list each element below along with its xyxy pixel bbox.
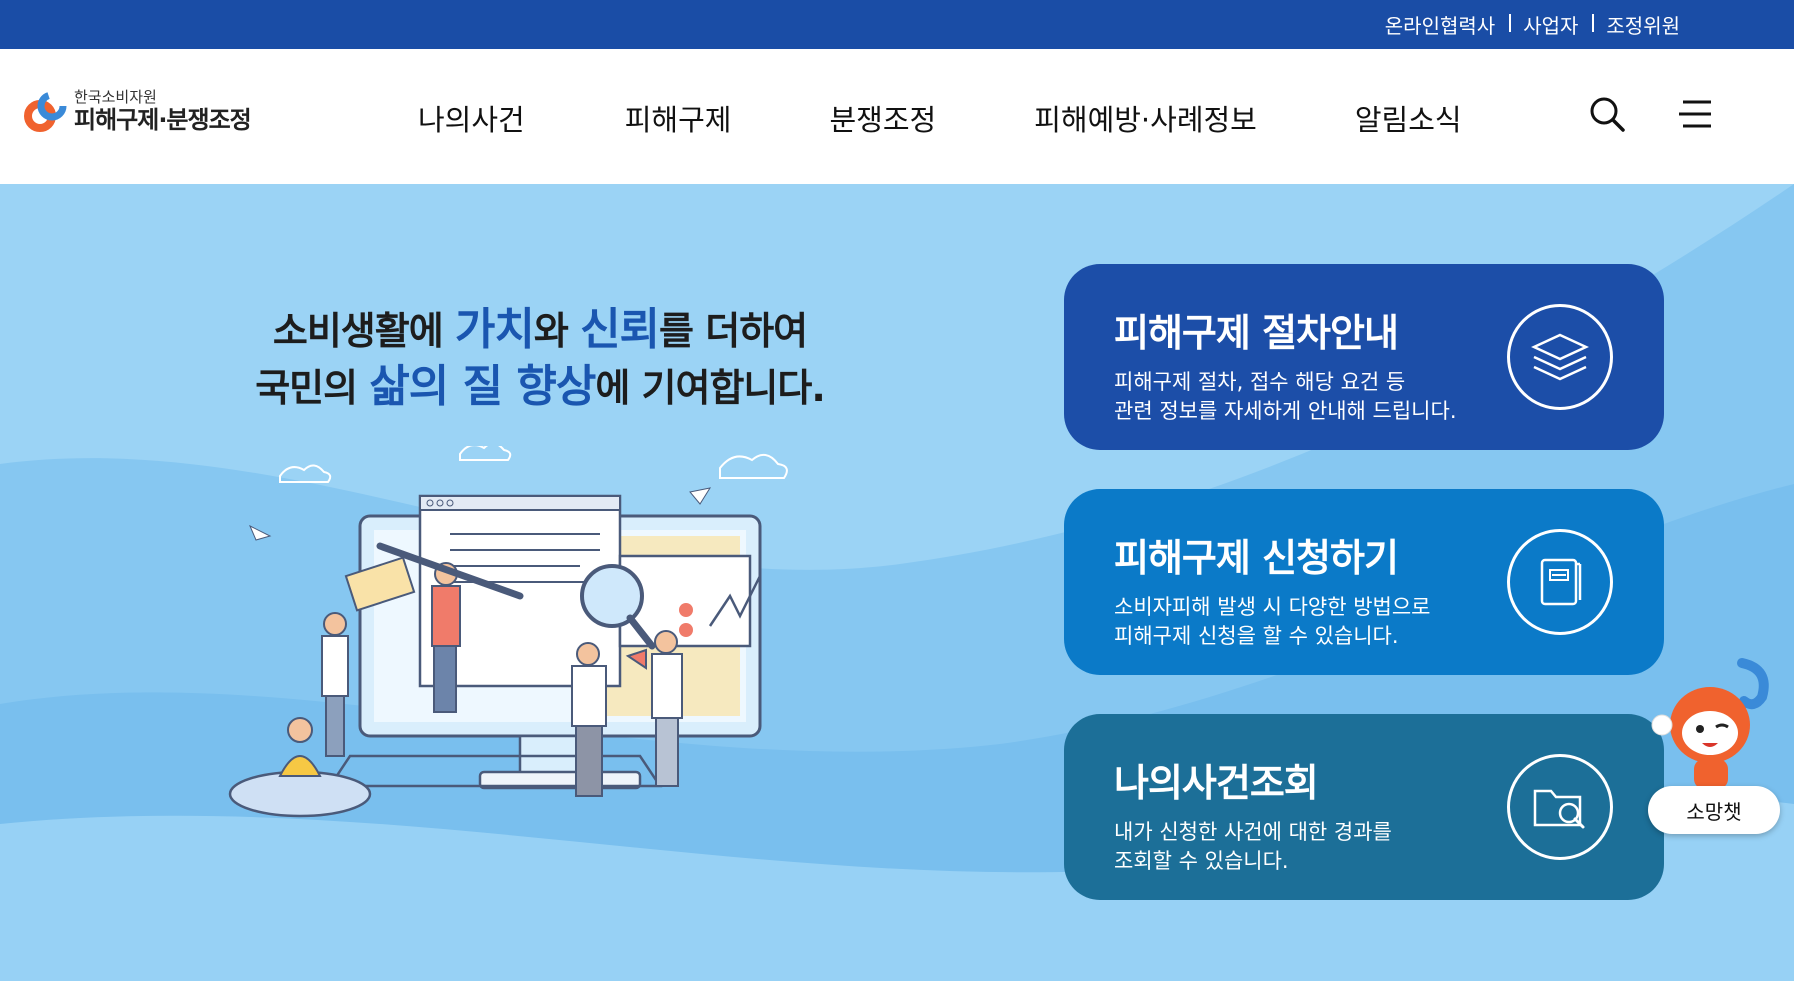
folder-search-icon <box>1507 754 1613 860</box>
slogan-text: 를 더하여 <box>659 309 808 353</box>
nav-my-case[interactable]: 나의사건 <box>418 103 525 137</box>
document-icon <box>1507 529 1613 635</box>
nav-notice[interactable]: 알림소식 <box>1354 103 1462 137</box>
card-desc-line: 소비자피해 발생 시 다양한 방법으로 <box>1114 595 1431 619</box>
card-description: 소비자피해 발생 시 다양한 방법으로 피해구제 신청을 할 수 있습니다. <box>1114 593 1431 651</box>
link-online-partner[interactable]: 온라인협력사 <box>1384 14 1496 38</box>
logo-title: 피해구제·분쟁조정 <box>74 106 252 134</box>
slogan-highlight: 삶의 질 향상 <box>369 361 596 412</box>
nav-dispute-mediation[interactable]: 분쟁조정 <box>829 103 937 137</box>
logo-subtitle: 한국소비자원 <box>74 88 157 106</box>
search-icon[interactable] <box>1588 95 1626 137</box>
chatbot-button[interactable]: 소망챗 <box>1648 786 1780 834</box>
layers-icon <box>1507 304 1613 410</box>
card-relief-guide[interactable]: 피해구제 절차안내 피해구제 절차, 접수 해당 요건 등 관련 정보를 자세하… <box>1064 264 1664 450</box>
card-desc-line: 내가 신청한 사건에 대한 경과를 <box>1114 820 1392 844</box>
card-desc-line: 조회할 수 있습니다. <box>1114 849 1289 873</box>
link-business[interactable]: 사업자 <box>1509 10 1592 39</box>
logo-mark-icon <box>24 90 68 134</box>
slogan-highlight: 신뢰 <box>580 304 660 355</box>
card-title: 피해구제 절차안내 <box>1114 311 1399 355</box>
site-logo[interactable]: 한국소비자원 피해구제·분쟁조정 <box>24 88 252 135</box>
hero-slogan: 소비생활에 가치와 신뢰를 더하여 국민의 삶의 질 향상에 기여합니다. <box>230 302 850 416</box>
slogan-text: 국민의 <box>255 366 370 410</box>
nav-damage-relief[interactable]: 피해구제 <box>624 103 732 137</box>
top-utility-bar: 온라인협력사 사업자 조정위원 <box>0 0 1794 49</box>
card-title: 피해구제 신청하기 <box>1114 536 1399 580</box>
card-desc-line: 피해구제 절차, 접수 해당 요건 등 <box>1114 370 1406 394</box>
card-title: 나의사건조회 <box>1114 761 1319 805</box>
slogan-highlight: 가치 <box>454 304 535 355</box>
card-relief-apply[interactable]: 피해구제 신청하기 소비자피해 발생 시 다양한 방법으로 피해구제 신청을 할… <box>1064 489 1664 675</box>
chatbot-mascot-icon[interactable] <box>1642 655 1782 845</box>
slogan-text: 에 기여합니다. <box>595 366 825 410</box>
main-navigation: 나의사건 피해구제 분쟁조정 피해예방·사례정보 알림소식 <box>418 97 1462 139</box>
card-my-case-lookup[interactable]: 나의사건조회 내가 신청한 사건에 대한 경과를 조회할 수 있습니다. <box>1064 714 1664 900</box>
card-description: 피해구제 절차, 접수 해당 요건 등 관련 정보를 자세하게 안내해 드립니다… <box>1114 368 1457 426</box>
hero-section: 소비생활에 가치와 신뢰를 더하여 국민의 삶의 질 향상에 기여합니다. <box>0 184 1794 981</box>
hamburger-menu-icon[interactable] <box>1677 99 1713 133</box>
slogan-text: 와 <box>533 309 581 353</box>
slogan-text: 소비생활에 <box>272 309 455 353</box>
link-mediator[interactable]: 조정위원 <box>1592 10 1694 39</box>
card-desc-line: 관련 정보를 자세하게 안내해 드립니다. <box>1114 399 1457 423</box>
site-header: 한국소비자원 피해구제·분쟁조정 나의사건 피해구제 분쟁조정 피해예방·사례정… <box>0 49 1794 184</box>
card-description: 내가 신청한 사건에 대한 경과를 조회할 수 있습니다. <box>1114 818 1392 876</box>
nav-prevention-cases[interactable]: 피해예방·사례정보 <box>1034 103 1257 137</box>
card-desc-line: 피해구제 신청을 할 수 있습니다. <box>1114 624 1399 648</box>
top-links: 온라인협력사 사업자 조정위원 <box>1371 0 1694 49</box>
hero-illustration <box>228 446 788 818</box>
